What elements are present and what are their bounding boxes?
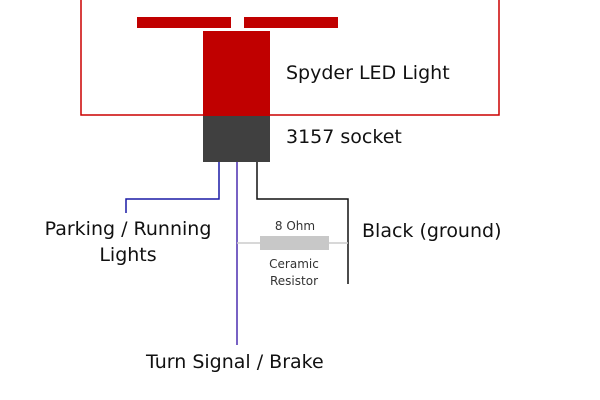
resistor-body (260, 236, 329, 250)
resistor-value-label: 8 Ohm (274, 219, 316, 233)
light-housing-outline (80, 0, 500, 116)
led-top-bar-right (244, 17, 338, 28)
parking-label: Parking / Running Lights (30, 218, 226, 266)
parking-label-line2: Lights (99, 244, 157, 266)
wire-parking (125, 162, 220, 213)
light-label: Spyder LED Light (286, 62, 450, 84)
turn-signal-label: Turn Signal / Brake (146, 351, 324, 373)
parking-label-line1: Parking / Running (44, 218, 212, 240)
resistor-type-label: Ceramic Resistor (244, 256, 344, 290)
resistor-type-line1: Ceramic (269, 257, 319, 271)
socket-body (203, 116, 270, 162)
wire-ground (256, 162, 349, 284)
ground-label: Black (ground) (362, 220, 502, 242)
led-body (203, 31, 270, 116)
socket-label: 3157 socket (286, 126, 402, 148)
led-top-bar-left (137, 17, 231, 28)
resistor-type-line2: Resistor (270, 274, 318, 288)
